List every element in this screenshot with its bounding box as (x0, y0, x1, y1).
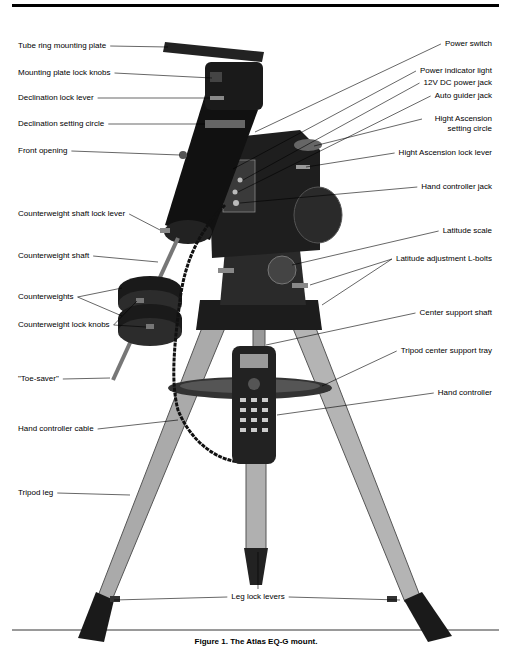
leader-line (110, 46, 168, 47)
leader-line (115, 73, 213, 78)
leader-line (63, 378, 110, 379)
leader-line (322, 259, 392, 305)
leader-line (322, 351, 397, 386)
leader-line (310, 259, 392, 285)
leader-line (57, 493, 130, 495)
part-label: Leg lock levers (230, 592, 285, 602)
part-label: Tube ring mounting plate (17, 41, 107, 51)
part-label: Counterweight shaft (17, 251, 90, 261)
part-label: Hight Ascension lock lever (398, 148, 493, 158)
leader-line (306, 153, 395, 167)
part-label: Latitude adjustment L-bolts (395, 254, 493, 264)
part-label: Front opening (17, 146, 68, 156)
part-label: Hand controller (437, 388, 493, 398)
part-label: Latitude scale (442, 226, 493, 236)
leader-line (255, 44, 441, 132)
leader-line (233, 71, 416, 169)
leader-line (108, 124, 205, 125)
part-label: Declination setting circle (17, 119, 105, 129)
leader-line (240, 187, 417, 203)
figure-caption: Figure 1. The Atlas EQ-G mount. (0, 637, 512, 646)
part-label: 12V DC power jack (423, 78, 493, 88)
leader-line (71, 151, 180, 155)
leader-line (289, 597, 400, 600)
leader-line (314, 119, 422, 146)
part-label: Power indicator light (419, 66, 493, 76)
leader-line (238, 96, 431, 192)
leader-line (78, 288, 122, 297)
leader-line (114, 597, 227, 600)
leader-line (257, 552, 258, 589)
leader-line (243, 83, 420, 180)
leader-line (277, 393, 434, 415)
part-label: Power switch (444, 39, 493, 49)
leader-line (129, 214, 160, 230)
part-label: Mounting plate lock knobs (17, 68, 112, 78)
part-label: Counterweight lock knobs (17, 320, 111, 330)
part-label: Tripod center support tray (400, 346, 493, 356)
part-label: "Toe-saver" (17, 374, 60, 384)
part-label: Hand controller jack (420, 182, 493, 192)
part-label: Tripod leg (17, 488, 54, 498)
part-label: Declination lock lever (17, 93, 95, 103)
leader-line (93, 256, 158, 262)
part-label: Auto guider jack (434, 91, 493, 101)
leader-line (266, 313, 416, 345)
part-label: Counterweights (17, 292, 75, 302)
leader-line (114, 301, 137, 325)
leader-line (98, 420, 178, 429)
part-label: Hight Ascension setting circle (425, 114, 493, 134)
leader-line (114, 325, 146, 327)
leader-line (78, 297, 122, 316)
leader-line (98, 98, 210, 99)
part-label: Counterweight shaft lock lever (17, 209, 126, 219)
part-label: Hand controller cable (17, 424, 95, 434)
part-label: Center support shaft (419, 308, 493, 318)
